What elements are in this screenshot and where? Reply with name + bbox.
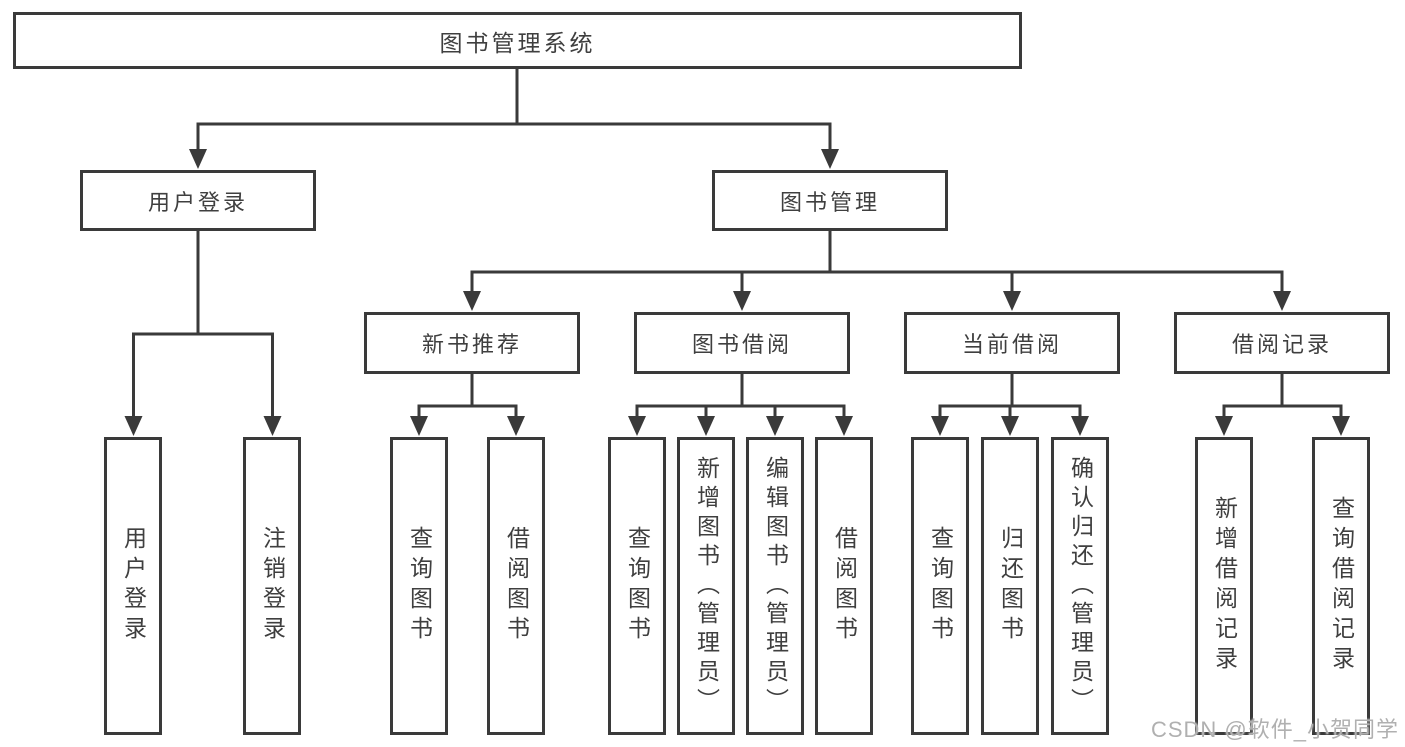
leaf-edit-books-admin: 编辑图书（管理员） — [746, 437, 804, 735]
node-label: 用户登录 — [147, 189, 248, 215]
node-label: 图书管理系统 — [439, 29, 596, 56]
leaf-confirm-return-admin: 确认归还（管理员） — [1051, 437, 1109, 735]
csdn-watermark: CSDN @软件_小贺同学 — [1150, 717, 1399, 742]
node-label: 归还图书 — [997, 526, 1024, 646]
leaf-user-login: 用户登录 — [104, 437, 162, 735]
node-root-library-system: 图书管理系统 — [13, 12, 1022, 69]
leaf-query-borrow-record: 查询借阅记录 — [1312, 437, 1370, 735]
node-label: 确认归还（管理员） — [1067, 455, 1094, 717]
node-book-borrowing: 图书借阅 — [634, 312, 850, 374]
node-label: 查询借阅记录 — [1328, 496, 1355, 676]
leaf-return-books: 归还图书 — [981, 437, 1039, 735]
leaf-query-books-borrowing: 查询图书 — [608, 437, 666, 735]
node-borrowing-records: 借阅记录 — [1174, 312, 1390, 374]
node-label: 查询图书 — [406, 526, 433, 646]
leaf-query-books-recommend: 查询图书 — [390, 437, 448, 735]
node-label: 查询图书 — [927, 526, 954, 646]
leaf-logout: 注销登录 — [243, 437, 301, 735]
leaf-add-books-admin: 新增图书（管理员） — [677, 437, 735, 735]
node-label: 借阅图书 — [831, 526, 858, 646]
node-user-login: 用户登录 — [80, 170, 316, 231]
node-label: 图书管理 — [779, 189, 880, 215]
node-label: 当前借阅 — [961, 332, 1062, 357]
node-current-borrowing: 当前借阅 — [904, 312, 1120, 374]
node-label: 图书借阅 — [691, 332, 792, 357]
node-label: 编辑图书（管理员） — [762, 455, 789, 717]
leaf-borrow-books-recommend: 借阅图书 — [487, 437, 545, 735]
node-label: 新增图书（管理员） — [693, 455, 720, 717]
leaf-add-borrow-record: 新增借阅记录 — [1195, 437, 1253, 735]
node-book-management: 图书管理 — [712, 170, 948, 231]
leaf-borrow-books-borrowing: 借阅图书 — [815, 437, 873, 735]
node-label: 用户登录 — [120, 526, 147, 646]
node-label: 新书推荐 — [421, 332, 522, 357]
node-label: 查询图书 — [624, 526, 651, 646]
node-label: 借阅记录 — [1231, 332, 1332, 357]
node-new-book-recommend: 新书推荐 — [364, 312, 580, 374]
leaf-query-books-current: 查询图书 — [911, 437, 969, 735]
node-label: 新增借阅记录 — [1211, 496, 1238, 676]
node-label: 借阅图书 — [503, 526, 530, 646]
node-label: 注销登录 — [259, 526, 286, 646]
